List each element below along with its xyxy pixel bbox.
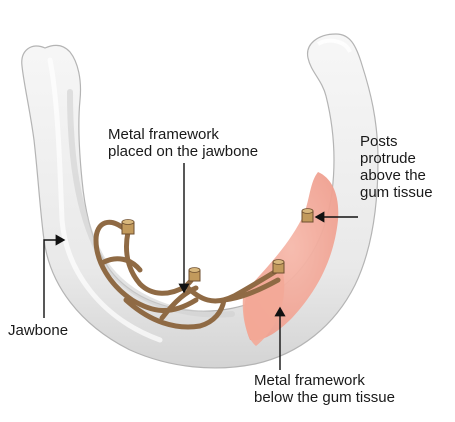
leader-jawbone [43, 234, 66, 318]
implant-post-2 [188, 267, 201, 282]
label-line: placed on the jawbone [108, 143, 259, 160]
label-line: above the [360, 167, 426, 184]
leader-lines [43, 163, 358, 370]
implant-post-4 [301, 208, 314, 223]
label-line: Metal framework [254, 372, 365, 389]
label-line: gum tissue [360, 184, 433, 201]
implant-post-3 [272, 259, 285, 274]
implant-post-1 [121, 219, 135, 235]
label-line: protrude [360, 150, 416, 167]
label-line: Posts [360, 133, 398, 150]
label-line: below the gum tissue [254, 389, 395, 406]
label-metal-framework-on-jawbone: Metal framework placed on the jawbone [108, 126, 258, 160]
label-metal-framework-below-gum: Metal framework below the gum tissue [254, 372, 395, 406]
label-line: Metal framework [108, 126, 219, 143]
label-posts: Posts protrude above the gum tissue [360, 133, 433, 201]
label-line: Jawbone [8, 322, 69, 339]
label-jawbone: Jawbone [8, 322, 68, 339]
